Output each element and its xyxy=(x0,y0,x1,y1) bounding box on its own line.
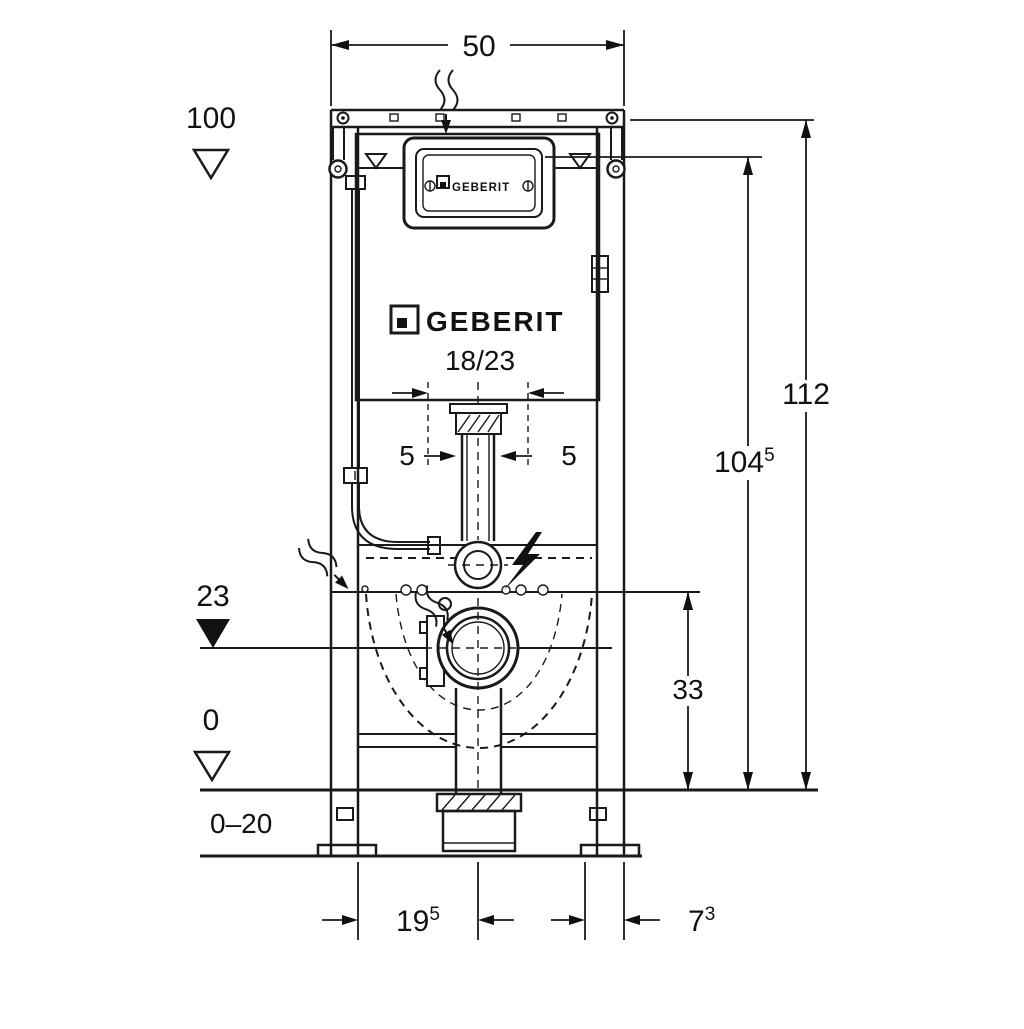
level-marker-0: 0 xyxy=(192,704,232,783)
dim-7-3-label: 73 xyxy=(688,904,715,938)
level-100-label: 100 xyxy=(186,102,236,135)
lightning-icon xyxy=(504,532,542,590)
right-foot-plate xyxy=(579,843,641,858)
dimensions-bottom: 195 73 xyxy=(322,862,715,940)
level-0-label: 0 xyxy=(203,704,220,737)
wavy-arrow-top xyxy=(434,69,459,134)
cistern-brand-logo-icon xyxy=(389,304,420,335)
level-23-label: 23 xyxy=(196,580,229,613)
wavy-arrow-center xyxy=(414,585,454,645)
cistern-brand-text: GEBERIT xyxy=(426,306,564,337)
cistern-size-label: 18/23 xyxy=(445,345,515,376)
dimension-18-23-zone xyxy=(392,382,564,470)
concealed-cistern: GEBERIT GEBERIT 18/23 xyxy=(354,132,609,402)
water-level-mark-left xyxy=(364,153,388,170)
wall-connector xyxy=(591,255,609,293)
dimension-112-right: 112 xyxy=(630,119,834,790)
drain-pipe xyxy=(435,688,523,853)
dimension-5-left: 5 xyxy=(399,440,456,471)
level-marker-100: 100 xyxy=(186,102,236,181)
angle-valve xyxy=(343,467,368,484)
dimension-50-top: 50 xyxy=(330,28,625,106)
open-level-triangle-icon xyxy=(191,148,231,181)
wavy-arrow-left xyxy=(298,538,349,590)
open-level-triangle-icon xyxy=(192,750,232,783)
dim-19-5-label: 195 xyxy=(396,904,440,938)
dimension-104-right: 1045 xyxy=(545,156,786,790)
floor-lines: 0–20 xyxy=(200,788,818,858)
left-foot-plate xyxy=(316,843,378,858)
plate-brand-text: GEBERIT xyxy=(452,182,510,194)
dim-5-right-label: 5 xyxy=(561,440,577,471)
dimension-5-right: 5 xyxy=(500,440,577,471)
dim-50-label: 50 xyxy=(462,30,495,63)
dim-5-left-label: 5 xyxy=(399,440,415,471)
flush-pipe xyxy=(448,382,508,590)
filled-level-triangle-icon xyxy=(196,619,230,648)
dim-112-label: 112 xyxy=(782,378,830,411)
wc-outlet xyxy=(419,598,546,792)
floor-range-label: 0–20 xyxy=(210,808,272,839)
level-marker-23: 23 xyxy=(196,580,230,648)
water-supply-pipe xyxy=(343,175,441,555)
flush-actuator-plate: GEBERIT xyxy=(402,136,556,230)
dimension-33-right: 33 xyxy=(666,592,710,790)
dim-104-label: 1045 xyxy=(714,445,775,479)
pan-fixing-line xyxy=(331,584,700,611)
dim-33-label: 33 xyxy=(672,674,703,705)
